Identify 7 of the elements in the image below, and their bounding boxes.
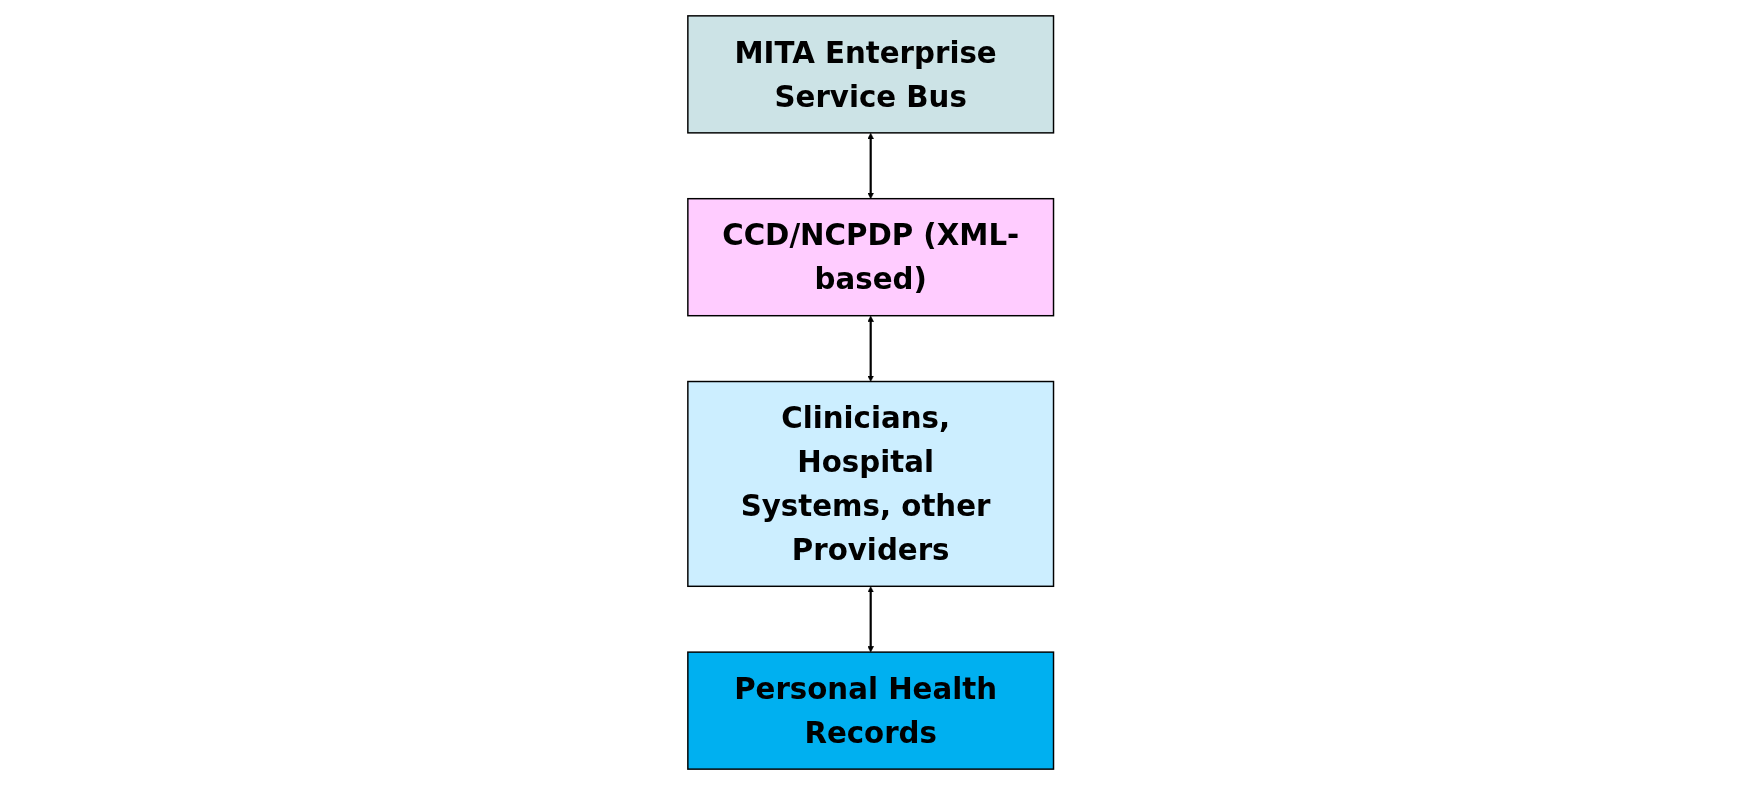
arrow [867,315,875,382]
node-box: MITA Enterprise Service Bus [687,15,1055,134]
node-box: Personal Health Records [687,651,1055,770]
node-box: CCD/NCPDP (XML-based) [687,197,1055,317]
arrow [867,586,875,653]
node-box: Clinicians, Hospital Systems, other Providers [687,380,1055,588]
arrow [867,132,875,199]
